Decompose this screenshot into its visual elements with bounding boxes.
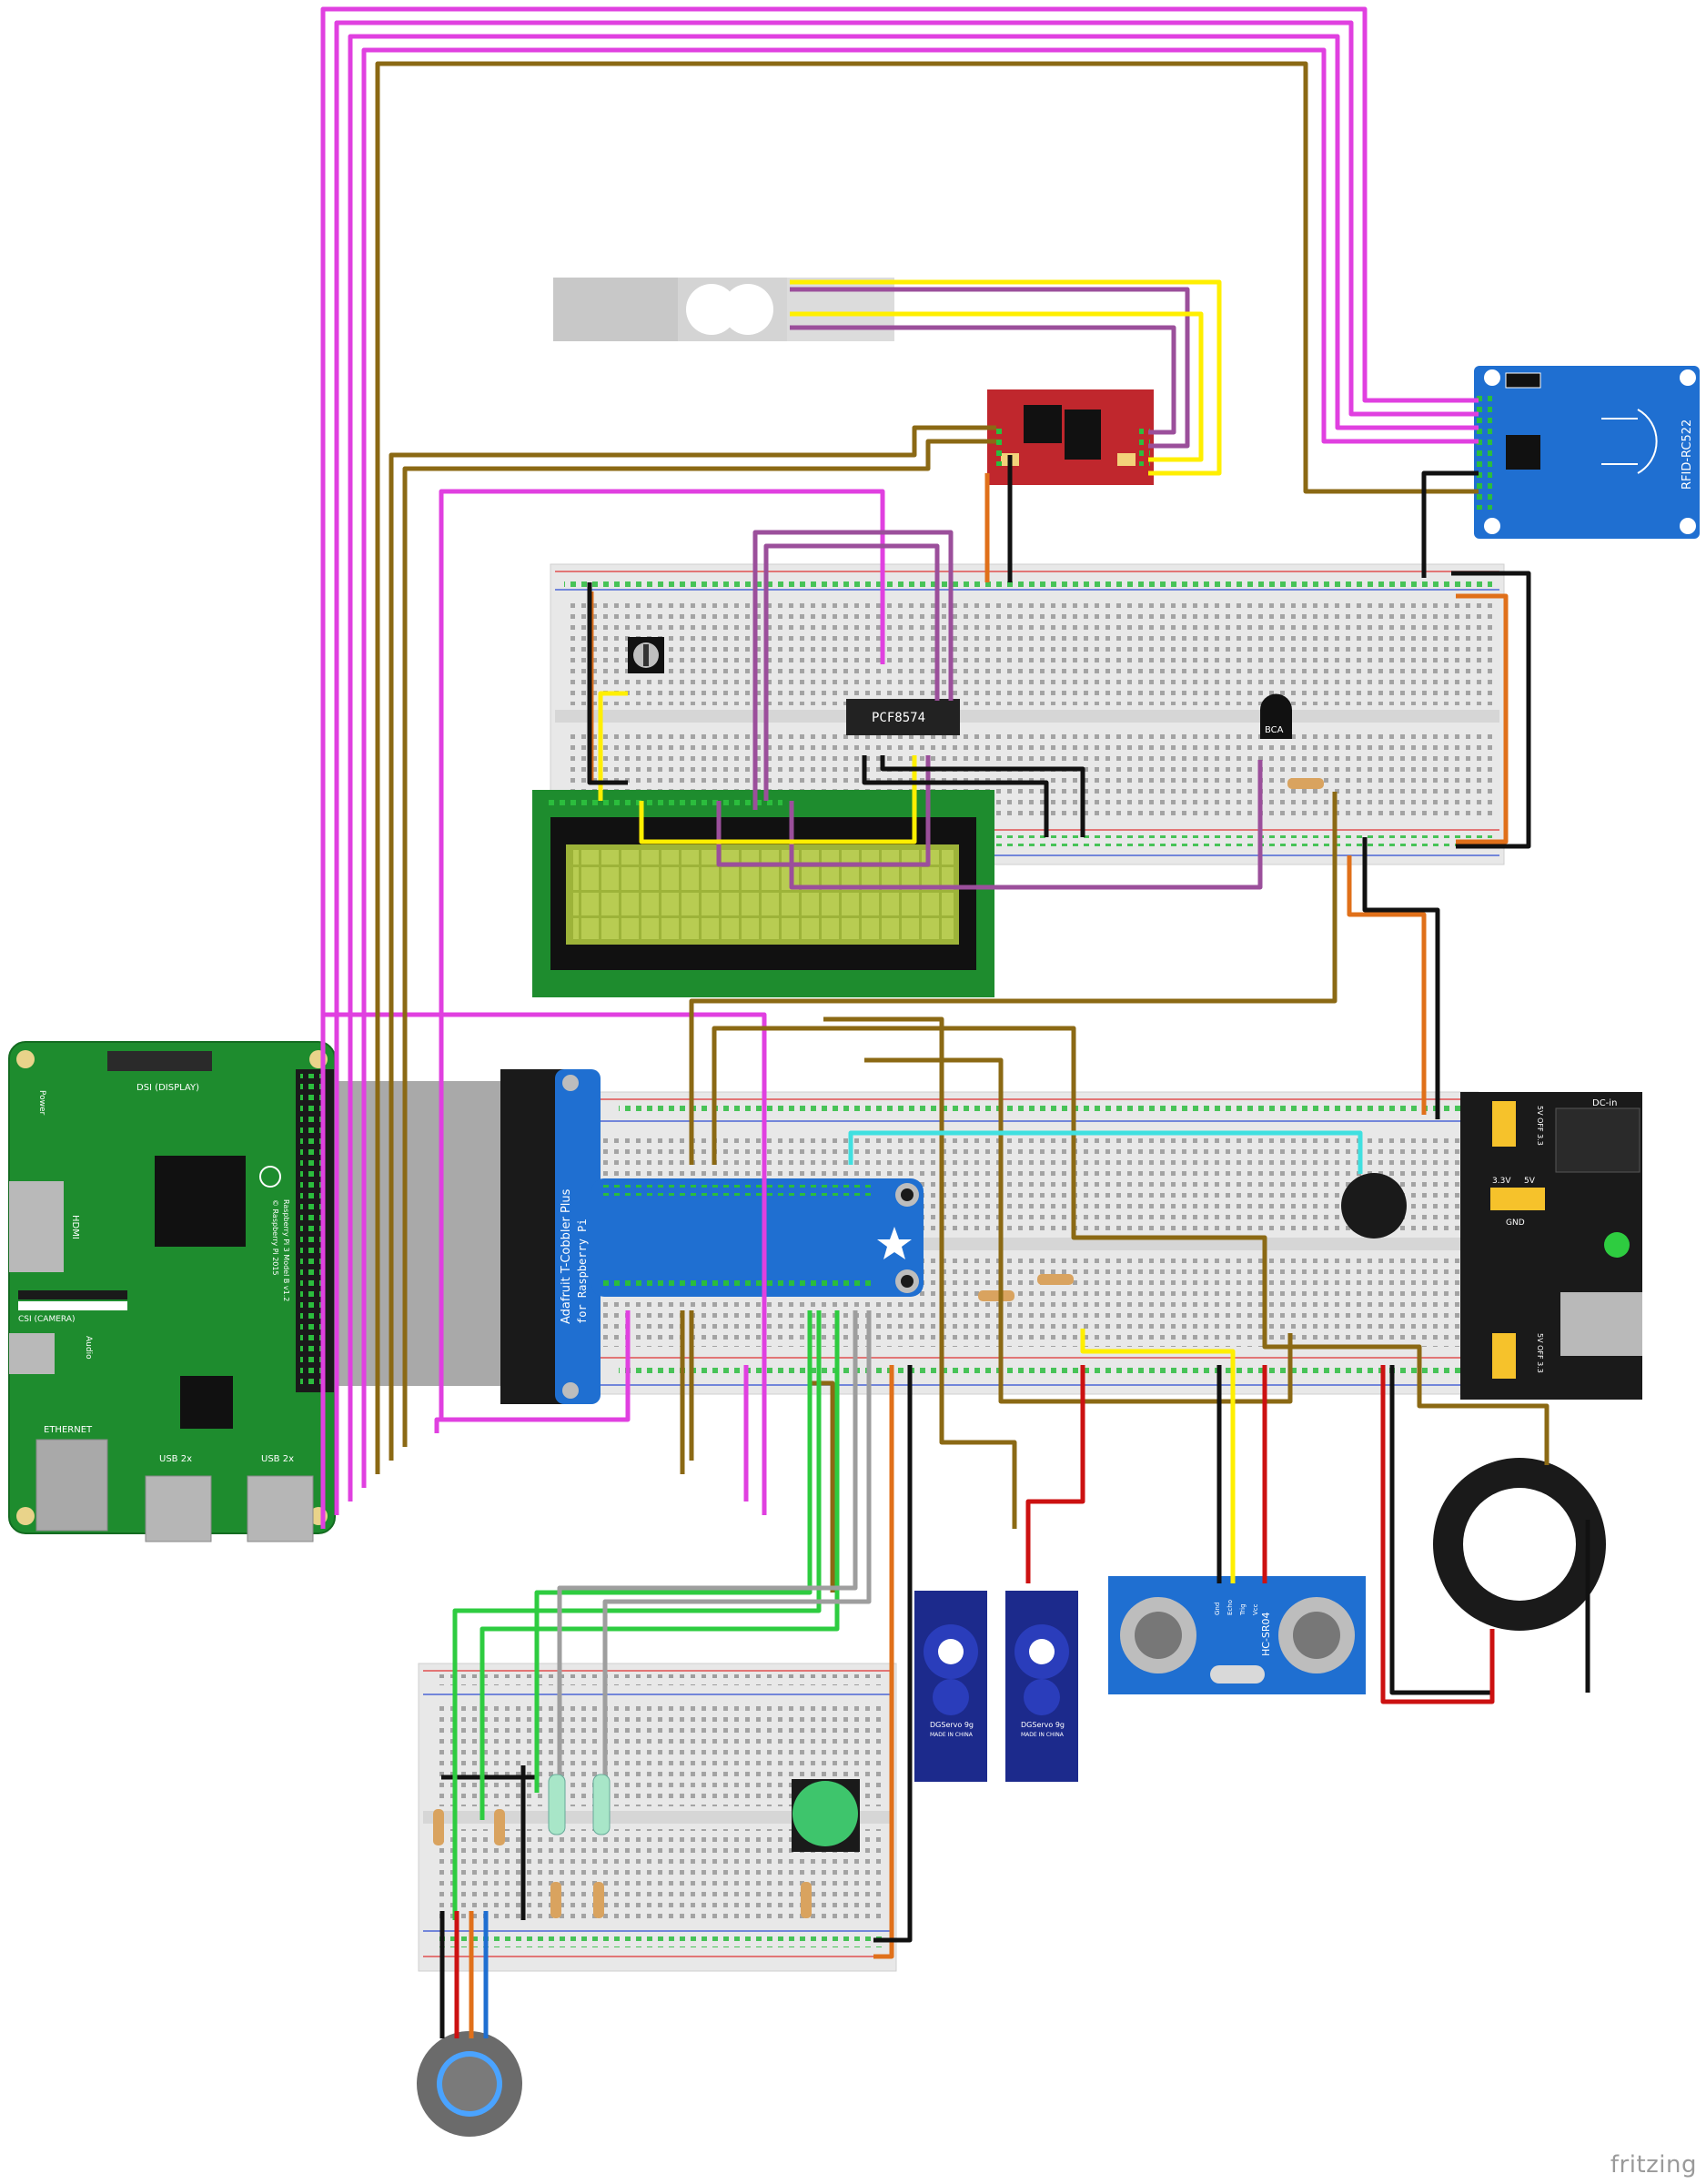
servo-2: DGServo 9g MADE IN CHINA	[1005, 1591, 1078, 1782]
transistor: BCA	[1260, 693, 1292, 739]
ethernet-label: ETHERNET	[44, 1425, 93, 1435]
servo-1: DGServo 9g MADE IN CHINA	[914, 1591, 987, 1782]
transistor-label: BCA	[1265, 725, 1284, 735]
hx711-module	[987, 389, 1154, 485]
hc-sr04-label: HC-SR04	[1260, 1612, 1272, 1656]
hc-pin-gnd: Gnd	[1214, 1603, 1221, 1615]
rfid-label: RFID-RC522	[1681, 420, 1694, 490]
raspberry-logo-icon	[259, 1166, 281, 1188]
buzzer	[1341, 1173, 1407, 1239]
csi-label: CSI (CAMERA)	[18, 1315, 75, 1324]
pm-top-options: 5V OFF 3.3	[1536, 1106, 1544, 1146]
pi-copyright-label: © Raspberry Pi 2015	[271, 1199, 279, 1276]
hc-pin-echo: Echo	[1227, 1600, 1234, 1615]
lcd-16x2	[532, 790, 994, 997]
push-button	[792, 1779, 860, 1852]
adafruit-star-icon	[877, 1227, 912, 1259]
hdmi-label: HDMI	[70, 1215, 80, 1239]
pcf8574-chip: PCF8574	[846, 699, 960, 735]
t-cobbler-board: Adafruit T-Cobbler Plus for Raspberry Pi	[500, 1069, 924, 1404]
usb2-label: USB 2x	[261, 1454, 294, 1464]
pm-gnd-label: GND	[1506, 1218, 1525, 1228]
servo2-sub: MADE IN CHINA	[1021, 1732, 1065, 1738]
potentiometer	[628, 637, 664, 673]
audio-label: Audio	[84, 1336, 93, 1360]
cobbler-title: Adafruit T-Cobbler Plus	[560, 1188, 573, 1324]
servo1-label: DGServo 9g	[930, 1721, 974, 1729]
pm-bot-options: 5V OFF 3.3	[1536, 1333, 1544, 1373]
power-label: Power	[37, 1090, 46, 1116]
pi-model-label: Raspberry Pi 3 Model B v1.2	[282, 1199, 290, 1301]
hc-sr04: HC-SR04 Gnd Echo Trig Vcc	[1108, 1576, 1366, 1694]
servo1-sub: MADE IN CHINA	[930, 1732, 974, 1738]
hc-pin-vcc: Vcc	[1252, 1603, 1259, 1615]
raspberry-pi-board: DSI (DISPLAY) HDMI CSI (CAMERA) Audio Po…	[8, 1041, 336, 1542]
dc-in-label: DC-in	[1592, 1098, 1617, 1108]
dsi-label: DSI (DISPLAY)	[136, 1083, 199, 1093]
reed-switches	[548, 1774, 611, 1835]
resistors	[433, 778, 1324, 1918]
neopixel-ring	[1433, 1458, 1606, 1631]
pm-3v3-label: 3.3V	[1492, 1177, 1511, 1186]
cobbler-subtitle: for Raspberry Pi	[576, 1218, 589, 1324]
pm-5v-label: 5V	[1524, 1177, 1536, 1186]
rfid-module: RFID-RC522	[1474, 366, 1700, 539]
breadboard-power-module: DC-in 3.3V 5V GND 5V OFF 3.3 5V OFF 3.3	[1460, 1092, 1642, 1400]
fritzing-watermark: fritzing	[1610, 2151, 1697, 2179]
wires	[320, 6, 1590, 2038]
servo2-label: DGServo 9g	[1021, 1721, 1065, 1729]
hc-pin-trig: Trig	[1239, 1603, 1247, 1616]
fsr-sensor	[417, 2031, 522, 2137]
usb1-label: USB 2x	[159, 1454, 192, 1464]
pcf8574-label: PCF8574	[872, 711, 925, 725]
ribbon-cable	[335, 1081, 500, 1386]
